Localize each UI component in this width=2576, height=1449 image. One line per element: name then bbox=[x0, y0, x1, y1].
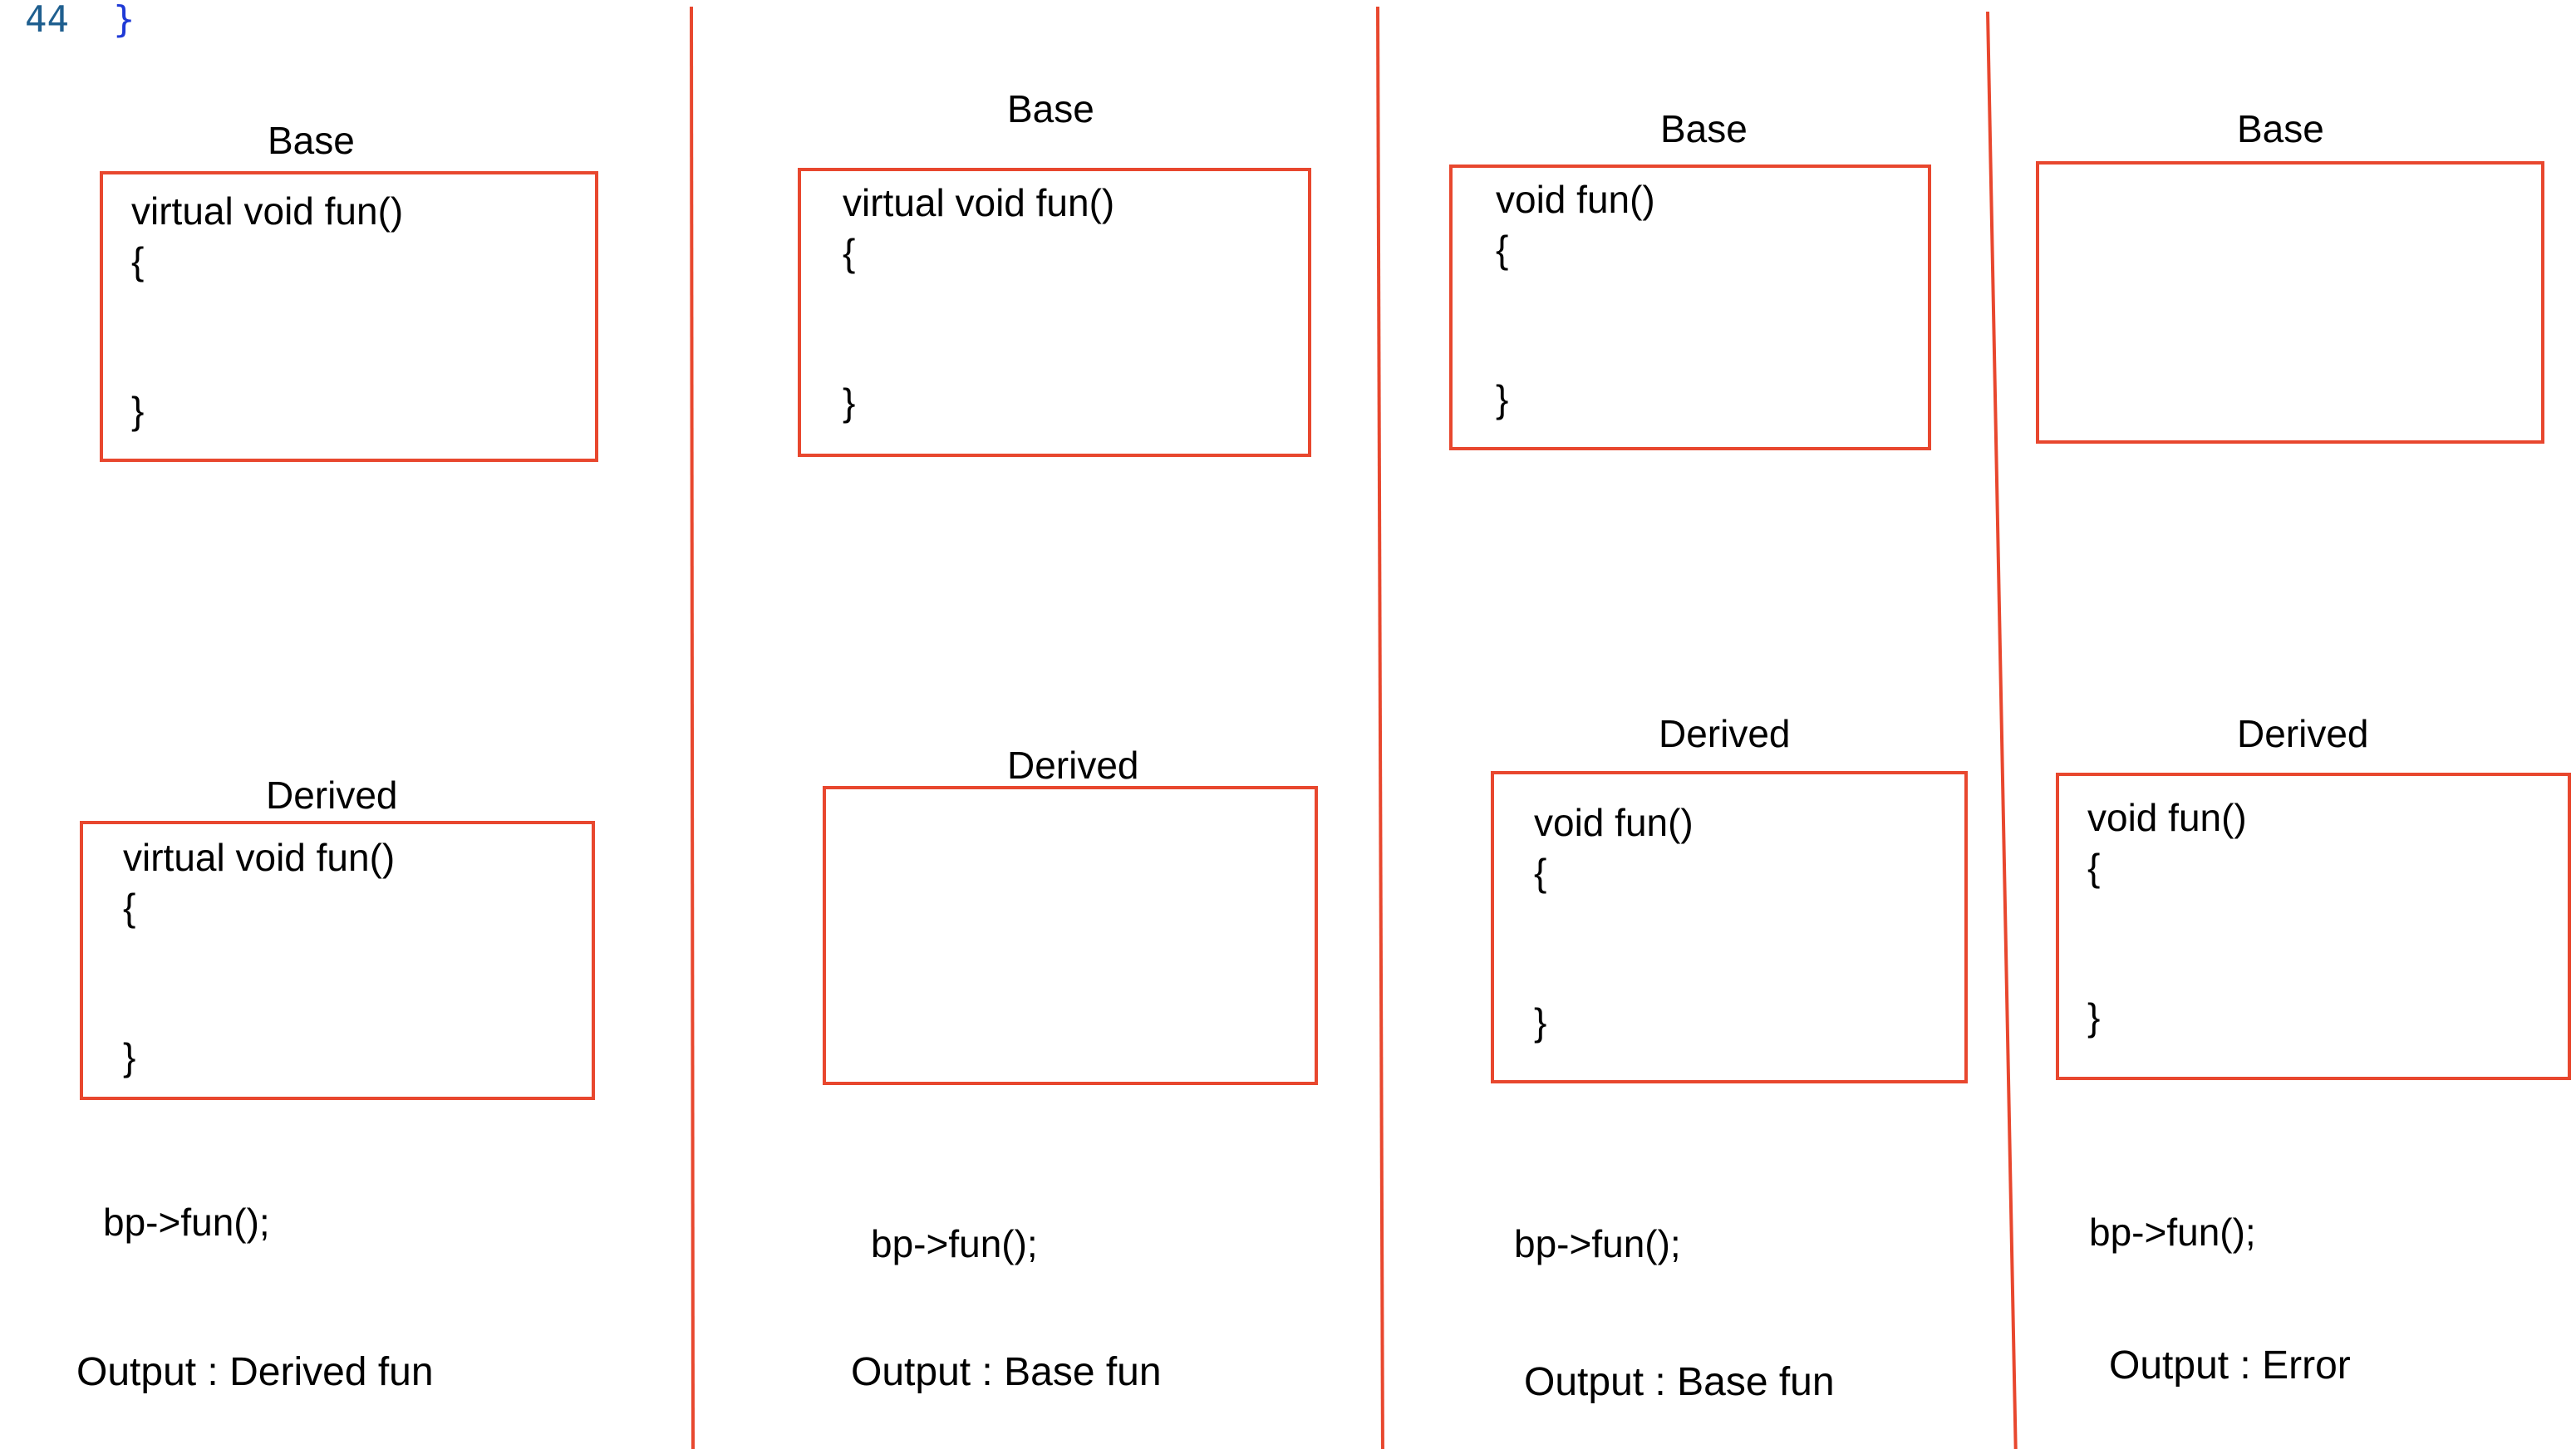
panel-1-derived-code: virtual void fun(){} bbox=[123, 836, 396, 1078]
panel-2-output: Output : Base fun bbox=[851, 1350, 1162, 1394]
panel-2-derived-title: Derived bbox=[1007, 744, 1139, 787]
panel-2-base-code: virtual void fun(){} bbox=[843, 181, 1115, 424]
divider-2 bbox=[1376, 6, 1384, 1449]
panel-1-call: bp->fun(); bbox=[103, 1201, 270, 1244]
panel-4-output: Output : Error bbox=[2109, 1343, 2351, 1388]
panel-4-base-title: Base bbox=[2237, 107, 2324, 150]
panel-4-derived-box: void fun(){} bbox=[2056, 773, 2571, 1080]
closing-brace: } bbox=[112, 0, 135, 41]
panel-4-call: bp->fun(); bbox=[2089, 1211, 2256, 1254]
panel-3-derived-code: void fun(){} bbox=[1534, 801, 1694, 1044]
panel-3-derived-box: void fun(){} bbox=[1491, 771, 1968, 1083]
panel-1-base-code: virtual void fun(){} bbox=[131, 189, 404, 432]
panel-4-derived-code: void fun(){} bbox=[2087, 796, 2247, 1039]
panel-1-derived-title: Derived bbox=[266, 774, 398, 817]
panel-3-output: Output : Base fun bbox=[1524, 1360, 1835, 1404]
panel-2-base-title: Base bbox=[1007, 87, 1094, 130]
panel-1-base-title: Base bbox=[268, 119, 355, 162]
divider-3 bbox=[1986, 11, 2018, 1449]
code-snippet: 44 } bbox=[25, 0, 135, 43]
divider-1 bbox=[690, 6, 695, 1449]
panel-2-derived-box bbox=[823, 786, 1318, 1085]
panel-2-base-box: virtual void fun(){} bbox=[798, 168, 1311, 457]
panel-3-base-box: void fun(){} bbox=[1449, 165, 1931, 450]
panel-4-derived-title: Derived bbox=[2237, 712, 2369, 755]
line-number: 44 bbox=[25, 0, 69, 41]
panel-1-output: Output : Derived fun bbox=[76, 1350, 434, 1394]
panel-2-call: bp->fun(); bbox=[871, 1222, 1038, 1265]
panel-1-base-box: virtual void fun(){} bbox=[100, 171, 598, 462]
panel-3-call: bp->fun(); bbox=[1514, 1222, 1681, 1265]
panel-4-base-box bbox=[2036, 161, 2544, 444]
panel-3-base-code: void fun(){} bbox=[1496, 178, 1655, 420]
panel-3-base-title: Base bbox=[1660, 107, 1748, 150]
panel-1-derived-box: virtual void fun(){} bbox=[80, 821, 595, 1100]
panel-3-derived-title: Derived bbox=[1659, 712, 1791, 755]
